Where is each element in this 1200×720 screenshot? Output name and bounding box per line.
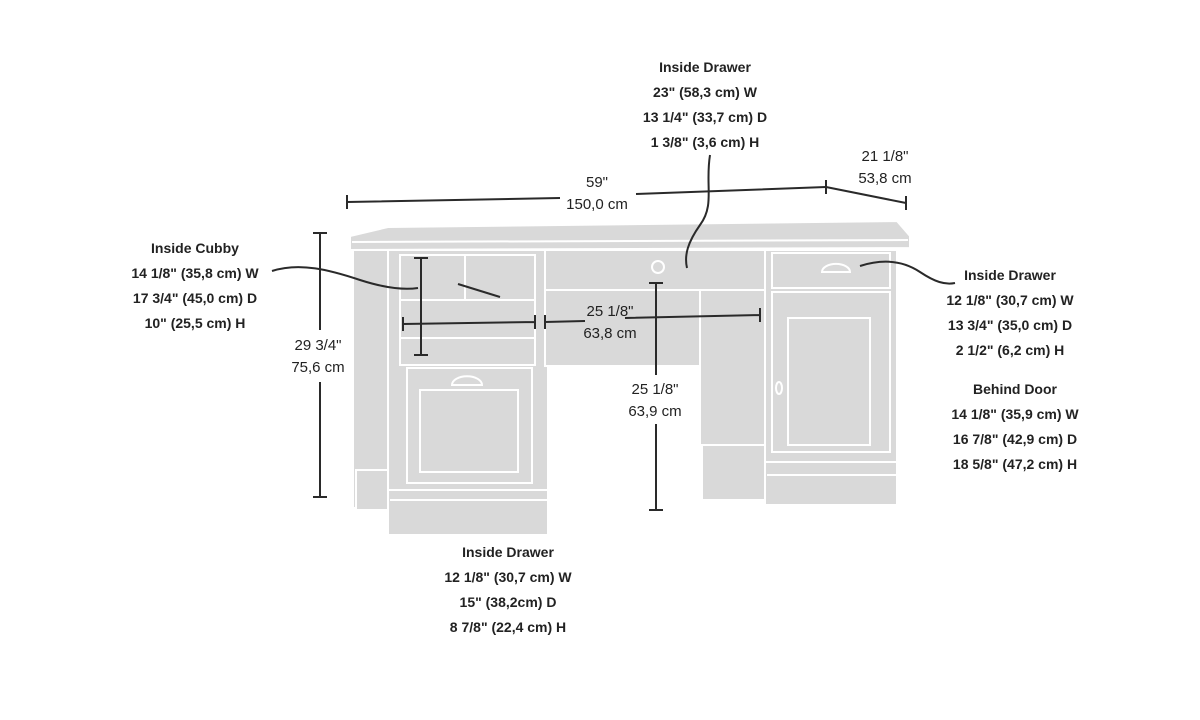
dim-inches: 21 1/8" xyxy=(861,148,909,165)
knee-width-dimension: 25 1/8" 63,8 cm xyxy=(583,301,636,345)
label-depth: 15" (38,2cm) D xyxy=(459,594,557,610)
overall-depth-dimension: 21 1/8" 53,8 cm xyxy=(858,146,911,190)
label-title: Inside Drawer xyxy=(462,544,554,560)
right-drawer-handle xyxy=(820,262,852,273)
dim-cm: 75,6 cm xyxy=(291,359,345,376)
door-panel xyxy=(787,317,871,446)
label-title: Behind Door xyxy=(972,381,1057,397)
dim-inches: 25 1/8" xyxy=(631,381,679,398)
leader-center-drawer xyxy=(685,154,711,269)
desk-top xyxy=(349,219,911,252)
label-height: 1 3/8" (3,6 cm) H xyxy=(650,134,760,150)
door-knob xyxy=(775,381,783,395)
label-title: Inside Drawer xyxy=(964,267,1056,283)
dim-inches: 29 3/4" xyxy=(294,337,342,354)
center-drawer-label: Inside Drawer 23" (58,3 cm) W 13 1/4" (3… xyxy=(643,55,767,155)
label-title: Inside Drawer xyxy=(659,59,751,75)
overall-height-dimension: 29 3/4" 75,6 cm xyxy=(291,335,344,379)
leader-cubby xyxy=(271,266,419,290)
behind-door-label: Behind Door 14 1/8" (35,9 cm) W 16 7/8" … xyxy=(951,377,1078,477)
center-drawer-knob xyxy=(651,260,665,274)
label-title: Inside Cubby xyxy=(151,240,239,256)
label-depth: 16 7/8" (42,9 cm) D xyxy=(952,431,1078,447)
dimension-lines xyxy=(271,154,956,511)
dim-cm: 63,8 cm xyxy=(583,325,637,342)
label-depth: 13 1/4" (33,7 cm) D xyxy=(642,109,768,125)
label-width: 14 1/8" (35,9 cm) W xyxy=(951,406,1079,422)
label-width: 23" (58,3 cm) W xyxy=(653,84,757,100)
label-height: 8 7/8" (22,4 cm) H xyxy=(449,619,567,635)
dim-cm: 150,0 cm xyxy=(566,196,628,213)
overall-width-dimension: 59" 150,0 cm xyxy=(566,172,628,216)
right-drawer-label: Inside Drawer 12 1/8" (30,7 cm) W 13 3/4… xyxy=(946,263,1073,363)
desk-illustration xyxy=(349,219,911,536)
label-width: 12 1/8" (30,7 cm) W xyxy=(444,569,572,585)
left-pedestal-side xyxy=(352,249,390,509)
label-depth: 13 3/4" (35,0 cm) D xyxy=(947,317,1073,333)
label-width: 12 1/8" (30,7 cm) W xyxy=(946,292,1074,308)
dim-cm: 63,9 cm xyxy=(628,403,682,420)
left-drawer-label: Inside Drawer 12 1/8" (30,7 cm) W 15" (3… xyxy=(444,540,571,640)
label-width: 14 1/8" (35,8 cm) W xyxy=(131,265,259,281)
cubby xyxy=(399,254,536,366)
cubby-label: Inside Cubby 14 1/8" (35,8 cm) W 17 3/4"… xyxy=(131,236,258,336)
leader-right-drawer xyxy=(859,260,956,285)
label-height: 18 5/8" (47,2 cm) H xyxy=(952,456,1078,472)
dim-inches: 59" xyxy=(585,174,609,191)
label-height: 2 1/2" (6,2 cm) H xyxy=(955,342,1065,358)
label-depth: 17 3/4" (45,0 cm) D xyxy=(132,290,258,306)
label-height: 10" (25,5 cm) H xyxy=(144,315,246,331)
dim-cm: 53,8 cm xyxy=(858,170,912,187)
dim-inches: 25 1/8" xyxy=(586,303,634,320)
knee-height-dimension: 25 1/8" 63,9 cm xyxy=(628,379,681,423)
left-drawer-handle xyxy=(450,375,484,386)
